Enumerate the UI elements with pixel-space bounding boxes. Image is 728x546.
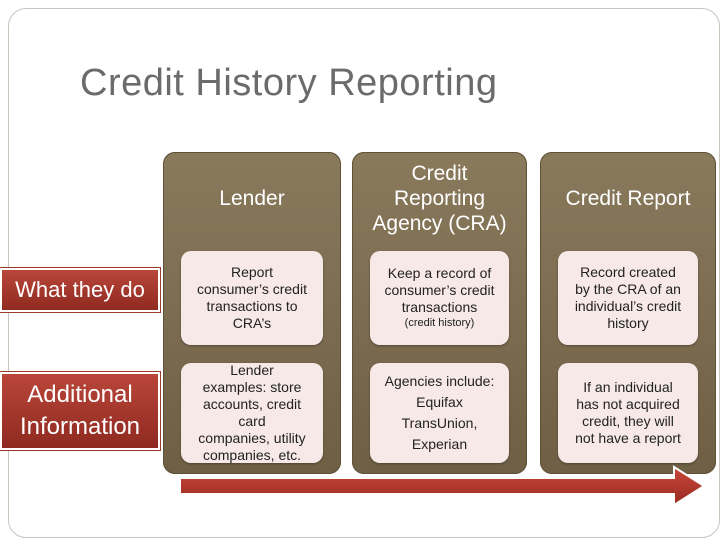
column-credit-report: Credit Report Record created by the CRA … [540,152,716,474]
header-line: Lender [219,186,285,210]
box-line: by the CRA of an [575,281,681,297]
cra-additional-info-box: Agencies include: Equifax TransUnion, Ex… [370,363,509,463]
header-line: Agency (CRA) [372,211,507,235]
box-line: Report [230,264,274,280]
column-cra: Credit Reporting Agency (CRA) Keep a rec… [352,152,527,474]
header-line: Credit Report [565,186,691,210]
flow-arrow-icon [179,465,706,507]
box-line: history [607,315,649,331]
box-line: Experian [411,436,468,452]
column-lender: Lender Report consumer’s credit transact… [163,152,341,474]
box-line: transactions [401,299,478,315]
box-note: (credit history) [404,317,475,329]
row-label-what-they-do: What they do [0,268,160,312]
box-line: TransUnion, [401,415,478,431]
box-line: If an individual [583,379,673,395]
box-line: card [238,413,266,429]
slide-title: Credit History Reporting [80,62,498,104]
box-line: Equifax [416,394,463,410]
box-line: companies, utility [198,430,306,446]
lender-additional-info-box: Lender examples: store accounts, credit … [181,362,323,463]
column-header-lender: Lender [163,152,341,244]
report-additional-info-box: If an individual has not acquired credit… [558,363,698,463]
box-line: Lender [230,362,274,378]
box-line: examples: store [202,379,302,395]
header-line: Credit [411,161,468,185]
box-line: Record created [580,264,676,280]
box-line: consumer’s credit [384,282,495,298]
box-line: has not acquired [576,396,680,412]
box-line: transactions to [206,298,298,314]
header-line: Reporting [393,186,486,210]
column-header-cra: Credit Reporting Agency (CRA) [352,152,527,244]
box-line: individual’s credit [574,298,682,314]
column-header-credit-report: Credit Report [540,152,716,244]
row-label-line: Additional [27,381,133,408]
box-line: credit, they will [582,413,674,429]
box-line: Keep a record of [387,265,492,281]
lender-what-they-do-box: Report consumer’s credit transactions to… [181,251,323,345]
cra-what-they-do-box: Keep a record of consumer’s credit trans… [370,251,509,345]
box-line: consumer’s credit [197,281,307,297]
box-line: accounts, credit [202,396,302,412]
box-line: Agencies include: [384,373,495,389]
row-label-line: Information [19,413,141,440]
row-label-additional-information: Additional Information [0,372,160,450]
report-what-they-do-box: Record created by the CRA of an individu… [558,251,698,345]
box-line: CRA’s [232,315,272,331]
box-line: companies, etc. [202,447,302,463]
box-line: not have a report [575,430,681,446]
